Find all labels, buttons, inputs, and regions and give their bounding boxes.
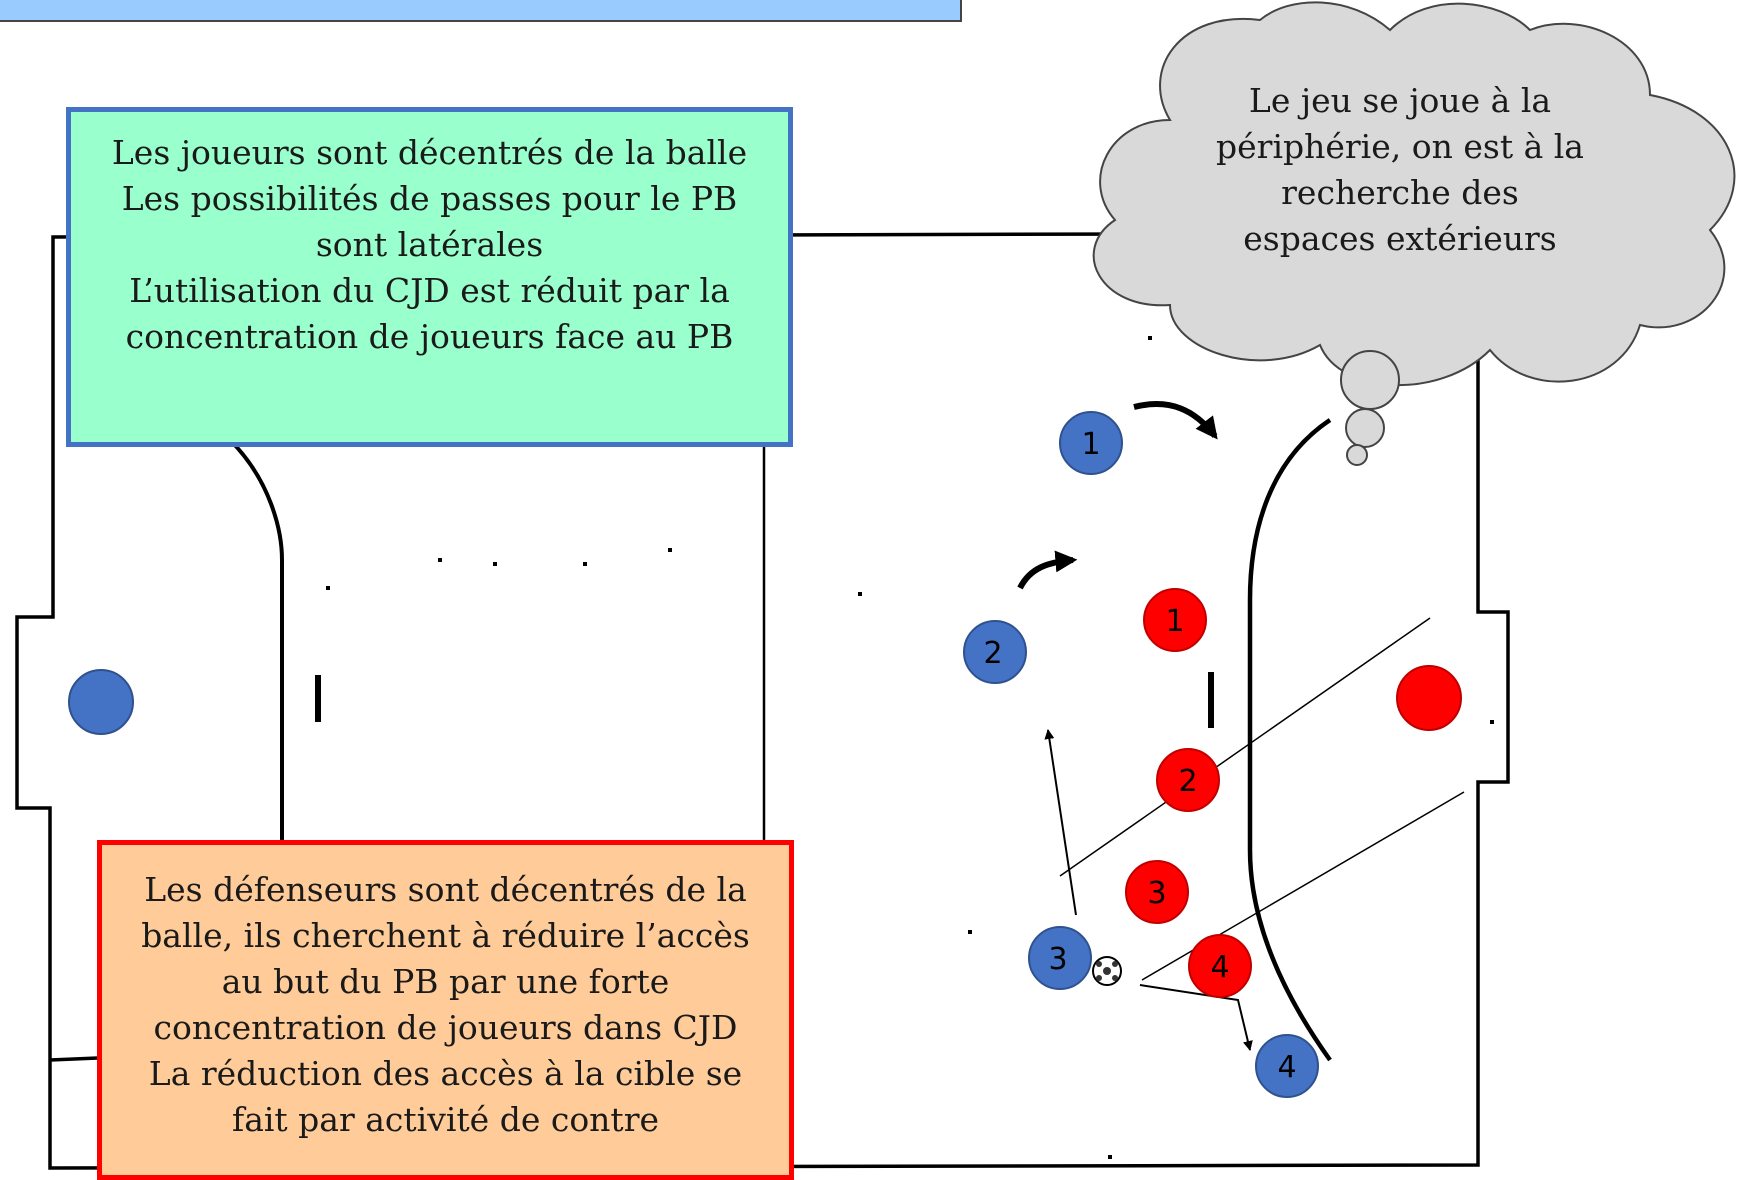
attack-note-line: L’utilisation du CJD est réduit par la <box>129 271 730 310</box>
defender-2: 2 <box>1156 748 1220 812</box>
attacker-3-label: 3 <box>1048 942 1067 977</box>
attacker-4: 4 <box>1255 1034 1319 1098</box>
thought-bubble-large <box>1340 350 1400 410</box>
thought-note: Le jeu se joue à la périphérie, on est à… <box>1160 70 1640 280</box>
court-outline <box>15 231 1510 1170</box>
block-line-upper <box>1059 617 1431 877</box>
right-goal-area-arc <box>1247 418 1332 1062</box>
defender-3: 3 <box>1125 860 1189 924</box>
goalkeeper-right <box>1396 665 1462 731</box>
move-arrow-1 <box>1133 401 1218 440</box>
top-banner <box>0 0 962 22</box>
pass-arrow-to-2 <box>1044 729 1077 916</box>
defender-3-label: 3 <box>1147 876 1166 911</box>
thought-bubble-medium <box>1345 408 1385 448</box>
defender-1-label: 1 <box>1165 604 1184 639</box>
defense-note-line: La réduction des accès à la cible se <box>148 1054 743 1093</box>
pass-arrows <box>1044 729 1253 1051</box>
defense-note-line: concentration de joueurs dans CJD <box>153 1008 738 1047</box>
defender-2-label: 2 <box>1178 764 1197 799</box>
thought-note-line: espaces extérieurs <box>1243 219 1557 258</box>
attacker-1-label: 1 <box>1081 427 1100 462</box>
thought-note-line: périphérie, on est à la <box>1216 127 1584 166</box>
move-arrow-2 <box>1017 550 1078 590</box>
attackers: 1 2 3 4 <box>963 411 1319 1098</box>
attacker-4-label: 4 <box>1277 1050 1296 1085</box>
defense-note-line: au but du PB par une forte <box>221 962 670 1001</box>
ball-icon <box>1092 956 1122 986</box>
pass-arrow-to-4 <box>1139 984 1253 1051</box>
attack-note-line: sont latérales <box>315 225 544 264</box>
defense-note-line: Les défenseurs sont décentrés de la <box>144 870 747 909</box>
defenders: 1 2 3 4 <box>1125 588 1252 998</box>
defense-note-line: balle, ils cherchent à réduire l’accès <box>141 916 750 955</box>
cloud-shape <box>1092 1 1736 387</box>
defender-1: 1 <box>1143 588 1207 652</box>
attack-note-line: Les joueurs sont décentrés de la balle <box>111 133 748 172</box>
attacker-2: 2 <box>963 620 1027 684</box>
attacker-1: 1 <box>1059 411 1123 475</box>
thought-note-line: recherche des <box>1281 173 1519 212</box>
attack-note: Les joueurs sont décentrés de la balle L… <box>66 107 793 447</box>
defender-4-label: 4 <box>1210 950 1229 985</box>
attacker-3: 3 <box>1028 926 1092 990</box>
attacker-2-label: 2 <box>983 636 1002 671</box>
attack-note-line: Les possibilités de passes pour le PB <box>121 179 738 218</box>
movement-arrows <box>1017 401 1218 590</box>
defense-note: Les défenseurs sont décentrés de la ball… <box>97 840 794 1180</box>
attack-note-line: concentration de joueurs face au PB <box>125 317 734 356</box>
thought-note-line: Le jeu se joue à la <box>1248 81 1552 120</box>
thought-bubble-small <box>1346 444 1368 466</box>
goalkeeper-left <box>68 669 134 735</box>
defender-4: 4 <box>1188 934 1252 998</box>
block-line-lower <box>1141 791 1465 981</box>
defense-note-line: fait par activité de contre <box>231 1100 660 1139</box>
thought-cloud <box>1092 1 1736 466</box>
